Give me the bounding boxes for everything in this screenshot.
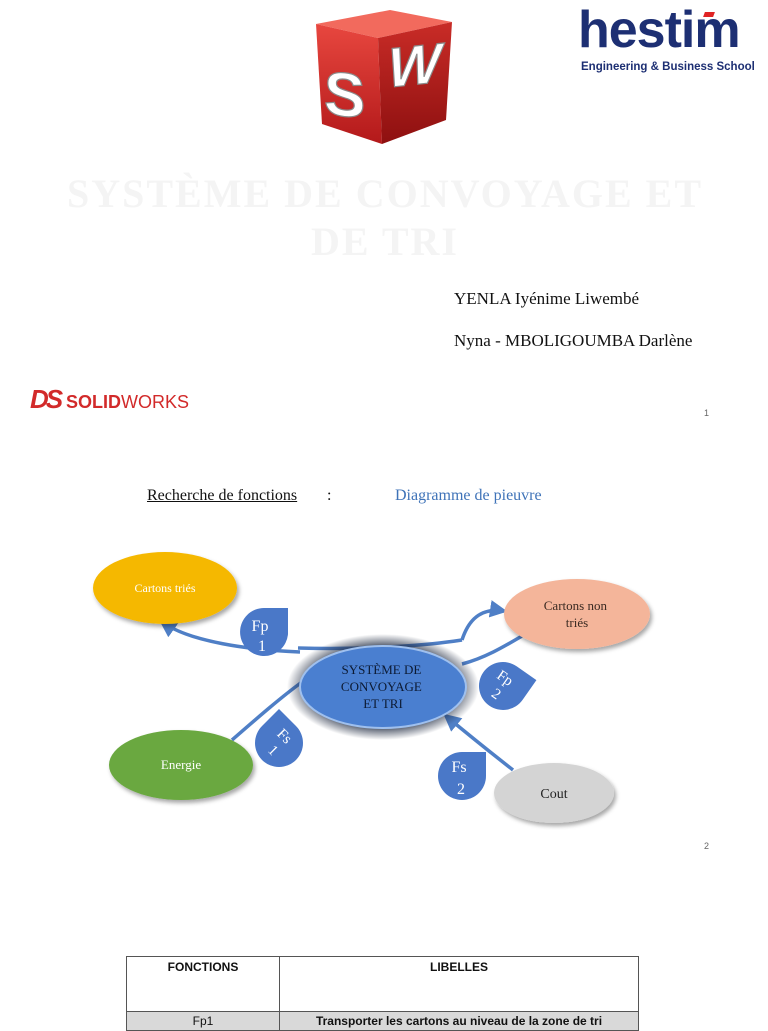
- badge-fp2: Fp 2: [479, 662, 537, 710]
- badge-fp1-label: Fp: [252, 618, 269, 635]
- badge-fs2-label: 2: [457, 781, 465, 798]
- section-heading: Recherche de fonctions: [147, 487, 298, 504]
- center-label: ET TRI: [363, 696, 403, 711]
- badge-fp1-label: 1: [258, 638, 266, 655]
- hestim-wordmark: hestim: [578, 1, 741, 59]
- table-row: Fp1 Transporter les cartons au niveau de…: [126, 1011, 639, 1031]
- node-cout-label: Cout: [540, 787, 567, 802]
- node-cartons-tries: [93, 552, 237, 624]
- svg-text:Cartons non triés: Cartons non triés: [544, 598, 610, 630]
- svg-text:Fp 1: Fp 1: [252, 618, 273, 655]
- node-energie: [109, 730, 253, 800]
- octopus-diagram: SYSTÈME DE CONVOYAGE ET TRI Cartons trié…: [93, 552, 650, 823]
- author-name: YENLA Iyénime Liwembé: [454, 289, 640, 308]
- brand-solid: SOLID: [66, 392, 121, 412]
- page-number: 2: [704, 841, 710, 851]
- cube-letter-s: S: [324, 59, 365, 132]
- solidworks-brand-logo: DS SOLIDWORKS: [30, 384, 189, 414]
- flow-line-fp2: [461, 634, 523, 666]
- node-cartons-tries-label: Cartons triés: [135, 581, 196, 595]
- svg-text:SOLIDWORKS: SOLIDWORKS: [66, 392, 189, 412]
- table-header-libelles: LIBELLES: [279, 956, 639, 1012]
- table-cell-libelle: Transporter les cartons au niveau de la …: [279, 1011, 639, 1031]
- badge-fs1: Fs 1: [255, 709, 303, 767]
- center-node: [299, 645, 467, 729]
- author-name: Nyna - MBOLIGOUMBA Darlène: [454, 331, 693, 350]
- document-title: SYSTÈME DE CONVOYAGE ET DE TRI: [66, 171, 704, 264]
- solidworks-cube-logo: S W: [316, 10, 452, 144]
- ds-mark: DS: [30, 384, 64, 414]
- center-label: SYSTÈME DE: [341, 662, 421, 677]
- page-number: 1: [704, 408, 710, 418]
- node-cartons-non-tries-label: Cartons non: [544, 598, 608, 613]
- badge-fp1: Fp 1: [240, 608, 288, 656]
- badge-fs2: Fs 2: [438, 752, 486, 800]
- section-heading-colon: :: [327, 487, 332, 504]
- node-cartons-non-tries-label: triés: [566, 615, 588, 630]
- brand-works: WORKS: [121, 392, 189, 412]
- node-energie-label: Energie: [161, 757, 201, 772]
- hestim-logo: hestim Engineering & Business School: [578, 1, 762, 76]
- table-cell-fonction: Fp1: [126, 1011, 280, 1031]
- flow-arrow-fp1-in: [460, 600, 508, 641]
- node-cartons-non-tries: [504, 579, 650, 649]
- diagram-title: Diagramme de pieuvre: [395, 487, 542, 504]
- svg-text:SYSTÈME DE CONVOYAGE E: SYSTÈME DE CONVOYAGE ET TRI: [341, 662, 425, 711]
- cube-letter-w: W: [388, 31, 445, 100]
- node-cout: [494, 763, 614, 823]
- table-header-fonctions: FONCTIONS: [126, 956, 280, 1012]
- hestim-accent-mark: [703, 12, 715, 17]
- svg-text:Fs 2: Fs 2: [451, 759, 470, 798]
- hestim-tagline: Engineering & Business School: [581, 61, 755, 73]
- flow-arrow-fp1-out: [159, 619, 301, 654]
- badge-fs2-label: Fs: [451, 759, 466, 776]
- center-label: CONVOYAGE: [341, 679, 422, 694]
- functions-table: FONCTIONS LIBELLES Fp1 Transporter les c…: [126, 956, 639, 1031]
